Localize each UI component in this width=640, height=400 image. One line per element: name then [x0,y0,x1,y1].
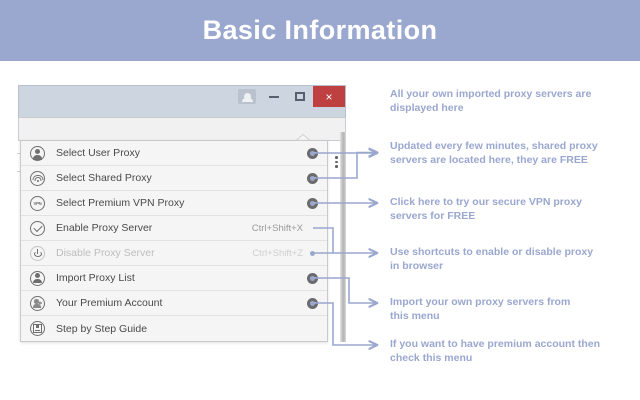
annotation-5-line2: this menu [390,309,440,322]
minimize-icon [269,95,279,98]
menu-item-select-shared-proxy[interactable]: Select Shared Proxy [21,166,327,191]
three-dot-menu-icon[interactable] [335,156,338,168]
profile-icon[interactable] [238,89,256,104]
kebab-dot [335,160,338,163]
connector-dot [310,175,315,181]
menu-item-shortcut: Ctrl+Shift+X [251,222,303,234]
menu-caret [296,135,310,141]
annotation-4: Use shortcuts to enable or disable proxy… [390,246,612,273]
annotation-2-line2: servers are located here, they are FREE [390,153,588,166]
annotation-4-line1: Use shortcuts to enable or disable proxy [390,246,594,258]
menu-item-label: Select Premium VPN Proxy [56,197,185,209]
menu-item-label: Your Premium Account [56,297,163,309]
annotation-3-line1: Click here to try our secure VPN proxy [390,196,582,208]
menu-item-enable-proxy-server[interactable]: Enable Proxy Server Ctrl+Shift+X [21,216,327,241]
menu-item-shortcut: Ctrl+Shift+Z [252,247,303,259]
menu-item-disable-proxy-server: Disable Proxy Server Ctrl+Shift+Z [21,241,327,266]
page-scrollbar[interactable] [340,132,346,342]
import-person-icon [30,270,45,286]
minimize-button[interactable] [261,86,287,107]
annotation-5: Import your own proxy servers from this … [390,296,612,323]
browser-tabstrip [18,107,346,117]
kebab-dot [335,165,338,168]
annotation-3-line2: servers for FREE [390,209,476,222]
browser-window: × ☆ [17,85,346,172]
menu-item-select-user-proxy[interactable]: Select User Proxy [21,141,327,166]
connector-dot [310,300,315,306]
premium-user-icon [30,295,45,311]
menu-item-label: Disable Proxy Server [56,247,155,259]
menu-item-label: Enable Proxy Server [56,222,153,234]
annotation-1: All your own imported proxy servers are … [390,88,612,115]
close-button[interactable]: × [313,86,345,107]
connector-dot [310,250,315,256]
page-title: Basic Information [202,15,438,45]
kebab-dot [335,156,338,159]
annotation-2: Updated every few minutes, shared proxy … [390,140,612,167]
check-circle-icon [30,220,45,236]
profile-glyph [241,93,253,102]
menu-item-step-by-step-guide[interactable]: Step by Step Guide [21,316,327,341]
menu-item-label: Import Proxy List [56,272,135,284]
menu-item-label: Select User Proxy [56,147,141,159]
annotation-6-line1: If you want to have premium account then [390,338,601,350]
menu-item-your-premium-account[interactable]: Your Premium Account [21,291,327,316]
page-header: Basic Information [0,0,640,61]
menu-item-label: Select Shared Proxy [56,172,152,184]
annotation-4-line2: in browser [390,259,444,272]
person-icon [30,145,45,161]
menu-item-select-premium-vpn-proxy[interactable]: VPN Select Premium VPN Proxy [21,191,327,216]
connector-dot [310,150,315,156]
annotation-1-line2: displayed here [390,101,464,114]
annotation-6: If you want to have premium account then… [390,338,612,365]
annotation-5-line1: Import your own proxy servers from [390,296,571,308]
menu-item-import-proxy-list[interactable]: Import Proxy List [21,266,327,291]
annotation-1-line1: All your own imported proxy servers are [390,88,592,100]
book-guide-icon [30,321,45,336]
vpn-badge-icon: VPN [30,195,45,211]
menu-item-label: Step by Step Guide [56,322,148,335]
connector-dot [310,200,315,206]
wifi-signal-icon [30,170,45,186]
power-icon [30,245,45,261]
annotation-6-line2: check this menu [390,351,473,364]
connector-dot [310,275,315,281]
annotation-2-line1: Updated every few minutes, shared proxy [390,140,598,152]
maximize-icon [295,92,305,101]
maximize-button[interactable] [287,86,313,107]
browser-titlebar: × [18,85,346,107]
annotation-3: Click here to try our secure VPN proxy s… [390,196,612,223]
